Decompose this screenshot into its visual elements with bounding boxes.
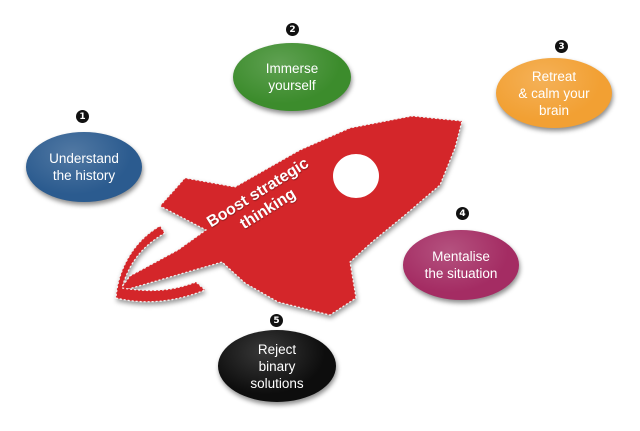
step-5-label: Reject binary solutions [250,341,304,391]
step-3-number: 3 [555,40,568,53]
step-3-label: Retreat & calm your brain [518,68,590,118]
step-5-bubble: Reject binary solutions [218,330,336,402]
step-4-number: 4 [456,207,469,220]
step-2-label: Immerse yourself [265,61,319,93]
step-1-bubble: Understand the history [26,132,142,202]
step-1-number: 1 [76,110,89,123]
step-5-number: 5 [270,314,283,327]
step-1-label: Understand the history [49,151,119,183]
step-3-bubble: Retreat & calm your brain [496,58,612,128]
step-4-label: Mentalise the situation [424,249,498,281]
porthole-window [333,154,379,198]
step-2-number: 2 [286,23,299,36]
step-4-bubble: Mentalise the situation [403,230,519,300]
step-2-bubble: Immerse yourself [233,43,351,111]
rocket-shape [115,115,463,316]
